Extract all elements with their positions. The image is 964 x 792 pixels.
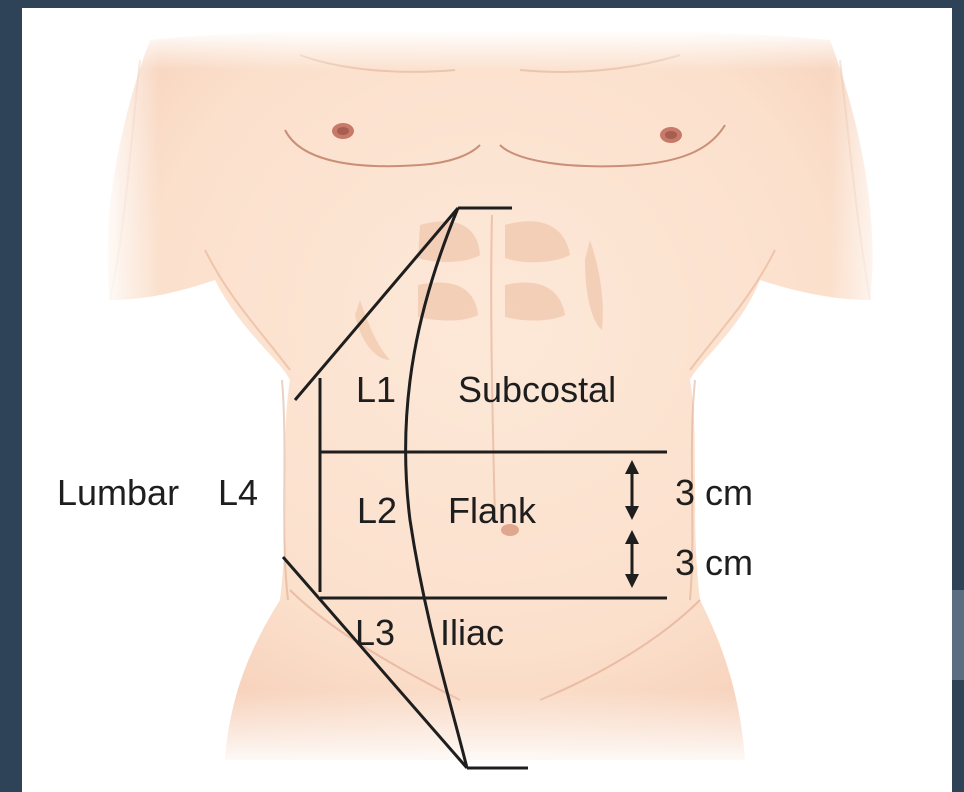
label-l4: L4 xyxy=(218,472,258,513)
label-l1: L1 xyxy=(356,369,396,410)
label-subcostal: Subcostal xyxy=(458,369,616,410)
right-nipple-inner xyxy=(665,131,677,139)
label-lumbar: Lumbar xyxy=(57,472,179,513)
label-l3: L3 xyxy=(355,612,395,653)
left-nipple-inner xyxy=(337,127,349,135)
label-distance-lower: 3 cm xyxy=(675,542,753,583)
label-iliac: Iliac xyxy=(440,612,504,653)
label-flank: Flank xyxy=(448,490,537,531)
label-l2: L2 xyxy=(357,490,397,531)
label-distance-upper: 3 cm xyxy=(675,472,753,513)
